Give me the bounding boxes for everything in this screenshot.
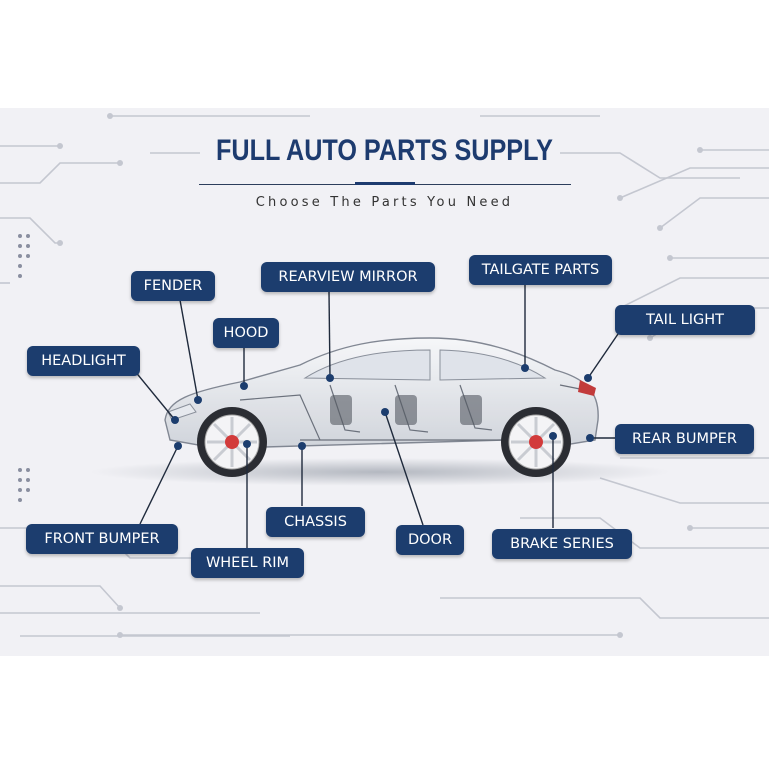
label-wheel-rim: WHEEL RIM (191, 548, 304, 578)
page-title: FULL AUTO PARTS SUPPLY (216, 134, 553, 167)
label-door: DOOR (396, 525, 464, 555)
label-tailgate-parts: TAILGATE PARTS (469, 255, 612, 285)
label-tail-light: TAIL LIGHT (615, 305, 755, 335)
label-brake-series: BRAKE SERIES (492, 529, 632, 559)
page-subtitle: Choose The Parts You Need (255, 195, 514, 210)
label-hood: HOOD (213, 318, 279, 348)
label-headlight: HEADLIGHT (27, 346, 140, 376)
label-front-bumper: FRONT BUMPER (26, 524, 178, 554)
title-divider-accent (355, 182, 415, 185)
label-rear-bumper: REAR BUMPER (615, 424, 754, 454)
label-fender: FENDER (131, 271, 215, 301)
label-rearview-mirror: REARVIEW MIRROR (261, 262, 435, 292)
label-chassis: CHASSIS (266, 507, 365, 537)
